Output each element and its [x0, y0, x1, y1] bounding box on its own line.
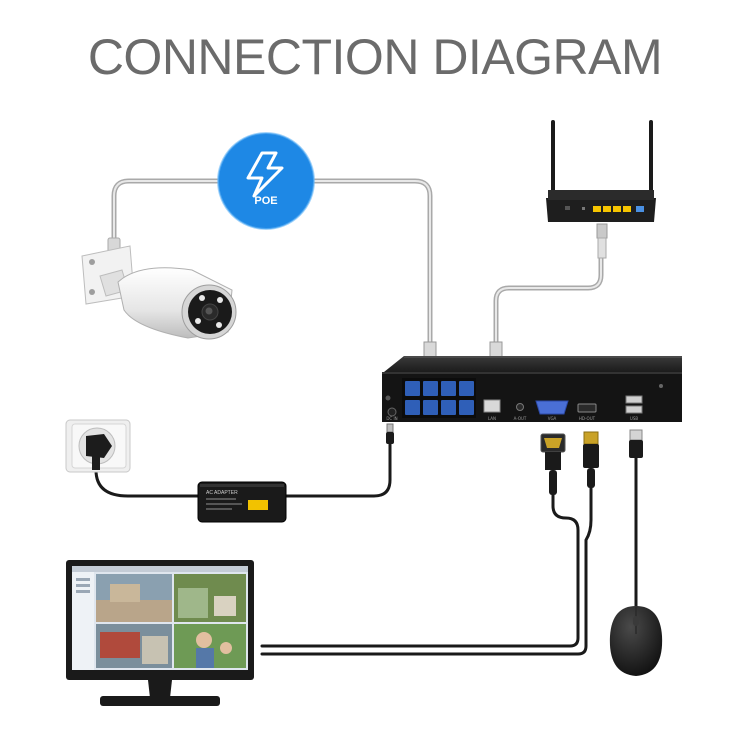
usb-label: USB	[630, 416, 638, 421]
vga-label: VGA	[548, 416, 557, 421]
poe-badge: POE	[217, 132, 315, 230]
router-lan-cable	[493, 255, 604, 348]
poe-label: POE	[254, 195, 277, 207]
power-cable	[94, 438, 392, 498]
camera-icon	[81, 237, 237, 340]
usb-connector	[629, 429, 643, 458]
aout-label: A-OUT	[514, 416, 527, 421]
dc-plug	[386, 423, 394, 444]
lan-label: LAN	[488, 416, 496, 421]
hdmi-label: HD-OUT	[579, 416, 596, 421]
nvr-icon: DC IN LAN A-OUT VGA HD-OUT USB	[382, 341, 682, 422]
video-cables	[260, 456, 638, 656]
wall-socket-icon	[65, 419, 131, 473]
power-adapter-icon: AC ADAPTER	[197, 481, 287, 523]
mouse-icon	[609, 606, 663, 676]
router-icon	[546, 120, 656, 259]
poe-lightning-icon	[246, 151, 284, 198]
diagram-title: CONNECTION DIAGRAM	[87, 29, 663, 85]
vga-connector	[540, 433, 566, 495]
monitor-icon	[66, 560, 254, 706]
hdmi-connector	[583, 431, 599, 488]
dcin-label: DC IN	[386, 416, 397, 421]
poe-ports	[402, 378, 476, 418]
adapter-label: AC ADAPTER	[206, 490, 238, 496]
